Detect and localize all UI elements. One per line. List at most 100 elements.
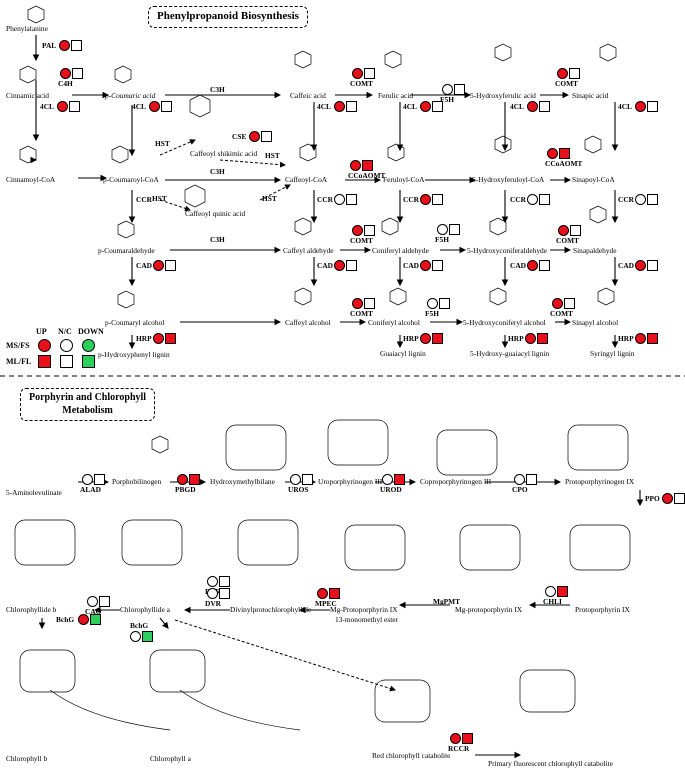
legend-nc: N/C	[58, 327, 72, 336]
status-circle-alad	[82, 474, 93, 485]
legend-down: DOWN	[78, 327, 104, 336]
status-square-comt	[364, 68, 375, 79]
status-circle-urod	[382, 474, 393, 485]
enzyme-ccoaomt: CCoAOMT	[545, 159, 583, 168]
status-square-por	[219, 576, 230, 587]
status-square-cse	[261, 131, 272, 142]
compound-pcoumaraldehyde: p-Coumaraldehyde	[98, 246, 155, 255]
compound-hmb: Hydroxymethylbilane	[210, 477, 275, 486]
compound-caffeic: Caffeic acid	[290, 91, 326, 100]
status-square-ccr	[346, 194, 357, 205]
compound-phydroxyphenyl-lignin: p-Hydroxyphenyl lignin	[98, 350, 170, 359]
compound-caffeoylquinic: Caffeoyl quinic acid	[185, 209, 246, 218]
enzyme-mpec: MPEC	[315, 599, 337, 608]
enzyme-fourcl: 4CL	[510, 102, 524, 111]
compound-coniferyl: Coniferyl alcohol	[368, 318, 420, 327]
status-circle-mpec	[317, 588, 328, 599]
status-square-fourcl	[346, 101, 357, 112]
compound-syringyl-lignin: Syringyl lignin	[590, 349, 635, 358]
compound-ala: 5-Aminolevulinate	[6, 488, 62, 497]
enzyme-cpo: CPO	[512, 485, 528, 494]
compound-chlorophyllide-a: Chlorophyllide a	[120, 605, 170, 614]
status-circle-cad	[153, 260, 164, 271]
enzyme-ccr: CCR	[403, 195, 420, 204]
status-square-c4h	[72, 68, 83, 79]
legend-up-square	[38, 355, 51, 368]
compound-guaiacyl-lignin: Guaiacyl lignin	[380, 349, 426, 358]
status-circle-chli	[545, 586, 556, 597]
compound-pcoumaroylcoa: p-Coumaroyl-CoA	[103, 175, 159, 184]
status-circle-comt	[558, 225, 569, 236]
status-square-hrp	[432, 333, 443, 344]
enzyme-ccoaomt: CCoAOMT	[348, 171, 386, 180]
status-square-pbgd	[189, 474, 200, 485]
enzyme-fourcl: 4CL	[40, 102, 54, 111]
compound-protogen: Protoporphyrinogen IX	[565, 477, 635, 486]
status-square-ccr	[432, 194, 443, 205]
compound-hydroxyferuloylcoa: 5-Hydroxyferuloyl-CoA	[472, 175, 545, 184]
compound-sinapaldehyde: Sinapaldehyde	[573, 246, 617, 255]
status-square-comt	[564, 298, 575, 309]
status-circle-bchg	[130, 631, 141, 642]
status-circle-f5h	[427, 298, 438, 309]
status-square-cpo	[526, 474, 537, 485]
enzyme-cse: CSE	[232, 132, 247, 141]
compound-sinapic: Sinapic acid	[572, 91, 609, 100]
compound-sinapyl: Sinapyl alcohol	[572, 318, 619, 327]
compound-coprogen: Coproporphyrinogen III	[420, 477, 492, 486]
enzyme-hrp: HRP	[618, 334, 634, 343]
status-square-comt	[364, 298, 375, 309]
status-square-f5h	[439, 298, 450, 309]
compound-pfcc: Primary fluorescent chlorophyll cataboli…	[488, 759, 613, 768]
status-circle-cpo	[514, 474, 525, 485]
status-circle-bchg	[78, 614, 89, 625]
compound-urogen: Uroporphyrinogen III	[318, 477, 383, 486]
enzyme-chli: CHLI	[543, 597, 562, 606]
dashed-arrows	[159, 139, 396, 692]
enzyme-f5h: F5H	[440, 95, 454, 104]
enzyme-fourcl: 4CL	[403, 102, 417, 111]
compound-hydroxyconiferylald: 5-Hydroxyconiferaldehyde	[467, 246, 548, 255]
status-square-cad	[346, 260, 357, 271]
compound-pcoumaryl: p-Coumaryl alcohol	[105, 318, 165, 327]
enzyme-cao: CAO	[85, 607, 102, 616]
status-circle-ccr	[635, 194, 646, 205]
status-circle-comt	[352, 225, 363, 236]
status-circle-cad	[334, 260, 345, 271]
status-square-cad	[647, 260, 658, 271]
status-square-fourcl	[69, 101, 80, 112]
status-circle-cse	[249, 131, 260, 142]
status-circle-fourcl	[149, 101, 160, 112]
structure-sketches	[14, 5, 631, 731]
status-square-hrp	[165, 333, 176, 344]
legend-up-circle	[38, 339, 51, 352]
status-square-dvr	[219, 588, 230, 599]
status-circle-por	[207, 576, 218, 587]
enzyme-cad: CAD	[317, 261, 334, 270]
enzyme-bchg: BchG	[130, 621, 149, 630]
enzyme-hst: HST	[265, 151, 280, 160]
status-circle-hrp	[420, 333, 431, 344]
status-circle-cad	[420, 260, 431, 271]
status-square-bchg	[90, 614, 101, 625]
compound-chlorophyll-a: Chlorophyll a	[150, 754, 191, 763]
compound-cinnamic: Cinnamic acid	[6, 91, 49, 100]
status-circle-ccoaomt	[350, 160, 361, 171]
status-circle-fourcl	[527, 101, 538, 112]
enzyme-f5h: F5H	[435, 235, 449, 244]
status-square-ccr	[539, 194, 550, 205]
enzyme-mgpmt: MgPMT	[433, 597, 461, 606]
enzyme-f5h: F5H	[425, 309, 439, 318]
enzyme-rccr: RCCR	[448, 744, 470, 753]
enzyme-comt: COMT	[350, 236, 373, 245]
status-square-chli	[557, 586, 568, 597]
enzyme-ppo: PPO	[645, 494, 660, 503]
compound-coniferylald: Coniferyl aldehyde	[372, 246, 429, 255]
status-square-ppo	[674, 493, 685, 504]
status-square-hrp	[647, 333, 658, 344]
enzyme-c4h: C4H	[58, 79, 73, 88]
compound-caffeoylshikimic: Caffeoyl shikimic acid	[190, 149, 258, 158]
enzyme-pal: PAL	[42, 41, 57, 50]
enzyme-c3h: C3H	[210, 235, 225, 244]
status-square-ccr	[647, 194, 658, 205]
